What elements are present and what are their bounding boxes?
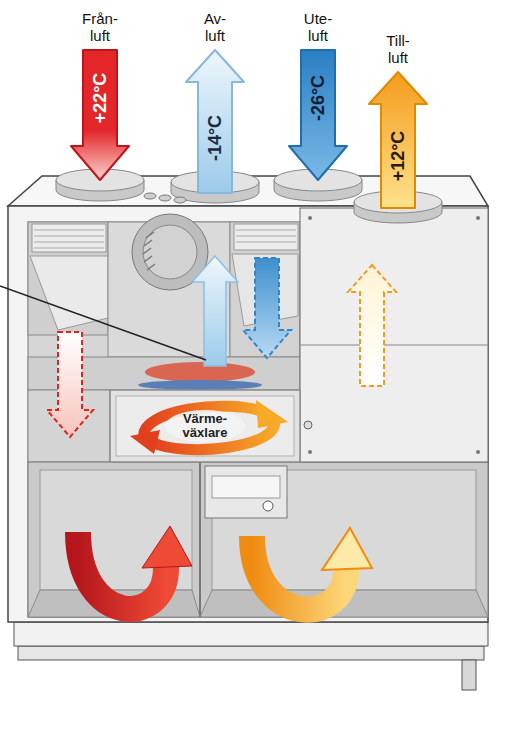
- exchanger-box: [110, 390, 300, 462]
- arrow-head: [322, 528, 372, 570]
- condensate-box: [205, 466, 287, 518]
- airflow-arrow: Av- luft -14°C: [185, 8, 245, 193]
- rotor-top: [145, 362, 255, 382]
- arrow-shape: [71, 50, 129, 180]
- filter-slats: [234, 224, 298, 250]
- supply-chamber: [230, 222, 300, 357]
- airflow-arrow: Från- luft +22°C: [70, 8, 130, 180]
- control-knob: [174, 197, 186, 203]
- exhaust-chamber: [28, 222, 108, 335]
- airflow-heading: Av- luft: [192, 10, 238, 44]
- filter-slats: [32, 224, 106, 252]
- arrow-shape: [369, 72, 427, 208]
- cover-panel: [300, 208, 488, 462]
- supply-flow-arrow: [348, 265, 396, 386]
- control-knob: [159, 195, 171, 201]
- filter-lines: [34, 230, 104, 248]
- support-leg: [462, 660, 476, 690]
- rotor-edge: [138, 380, 262, 390]
- fan-blades: [143, 232, 155, 270]
- panel-seam: [300, 345, 488, 346]
- exhaust-turn-arrow: [78, 532, 166, 609]
- exchanger-face: [116, 396, 294, 456]
- arrow-shape: [289, 50, 347, 180]
- label-backdrop: [165, 410, 245, 442]
- airflow-heading: Ute- luft: [295, 10, 341, 44]
- exhaust-out-flow-arrow: [192, 256, 238, 366]
- fan-wheel: [143, 225, 197, 279]
- divider-wall: [199, 462, 201, 617]
- screw: [308, 450, 312, 454]
- screw: [476, 216, 480, 220]
- temperature-value: -14°C: [205, 114, 225, 160]
- component-label: Värme- växlare: [173, 412, 237, 440]
- arrow-head: [142, 526, 192, 568]
- arrow-head: [130, 430, 160, 454]
- exhaust-flow-arrow: [47, 332, 93, 437]
- filter-lines: [236, 230, 296, 242]
- temperature-value: +12°C: [388, 131, 408, 182]
- cabinet-front: [8, 206, 488, 622]
- airflow-heading: Från- luft: [77, 10, 123, 44]
- supply-turn-arrow: [252, 536, 346, 610]
- heat-exchanger: Värme- växlare: [110, 390, 300, 462]
- airflow-arrow: Till- luft +12°C: [368, 30, 428, 208]
- temperature-value: -26°C: [308, 75, 328, 121]
- outdoor-flow-arrow: [243, 258, 291, 358]
- filter-panel: [30, 256, 108, 330]
- control-knob: [144, 193, 156, 199]
- screw: [476, 450, 480, 454]
- condensate-lid: [212, 476, 280, 498]
- leader-line: [0, 286, 206, 360]
- lower-compartment: [28, 462, 488, 617]
- plinth: [14, 622, 488, 646]
- base-plate: [18, 646, 484, 660]
- airflow-arrow: Ute- luft -26°C: [288, 8, 348, 180]
- screw: [308, 216, 312, 220]
- arrow-shape: [186, 50, 244, 193]
- drain-outlet: [263, 501, 273, 511]
- airflow-heading: Till- luft: [375, 32, 421, 66]
- temperature-value: +22°C: [90, 73, 110, 124]
- panel-lock: [304, 421, 312, 429]
